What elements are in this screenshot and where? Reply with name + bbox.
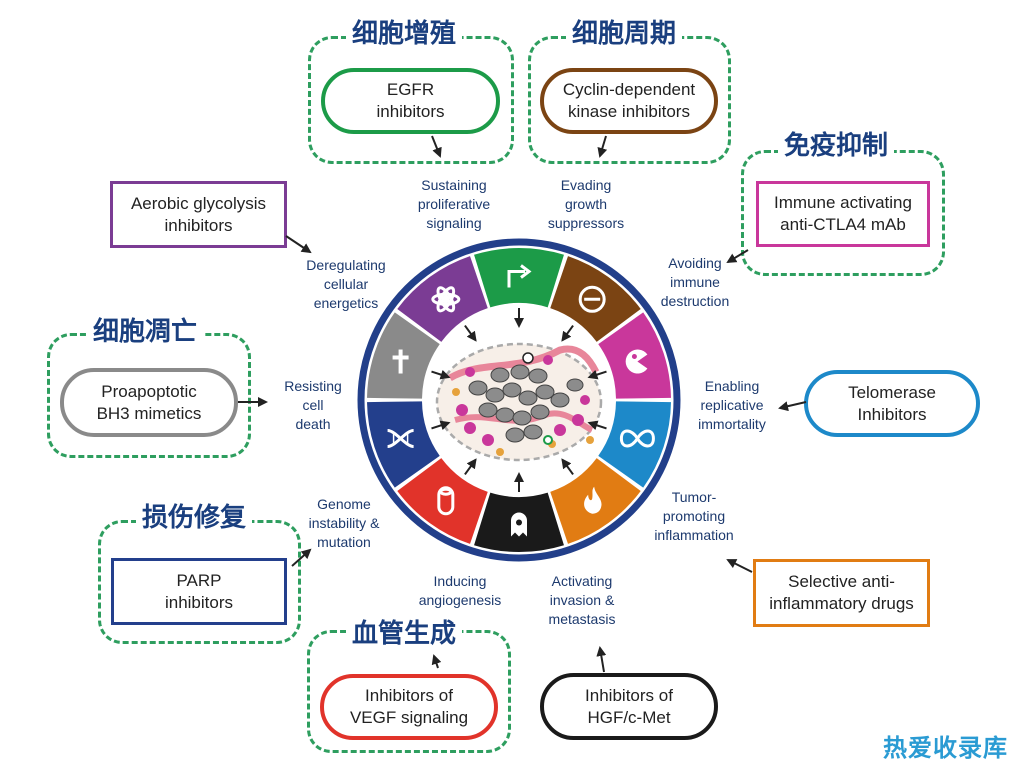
wheel-segment-replicative (598, 401, 671, 488)
connector-arrow (597, 135, 608, 158)
connector-arrow (596, 646, 607, 673)
ghost-cell-icon (511, 512, 527, 537)
wheel-segment-genome (367, 401, 440, 488)
hallmark-energetics-label: Deregulating cellular energetics (306, 257, 386, 311)
inward-arrow (464, 458, 477, 476)
outer-ring (357, 238, 681, 562)
angiogenesis-title: 血管生成 (346, 618, 463, 650)
hallmark-inflammation-label: Tumor- promoting inflammation (654, 489, 734, 543)
hallmark-invasion-label: Activating invasion & metastasis (548, 573, 616, 627)
inward-arrow (464, 324, 477, 342)
connector-arrow (431, 135, 442, 158)
inward-arrow (561, 458, 574, 476)
hallmark-proliferative-label: Sustaining proliferative signaling (417, 177, 491, 231)
infinity-icon (619, 429, 655, 448)
inward-arrow (431, 420, 451, 431)
hgf-cmet-inhibitors-box: Inhibitors of HGF/c-Met (540, 673, 718, 740)
vegf-inhibitors-box: Inhibitors of VEGF signaling (320, 674, 498, 740)
connector-arrow (726, 249, 749, 264)
cell-cycle-title: 细胞周期 (566, 18, 683, 50)
watermark: 热爱收录库 (883, 734, 1008, 762)
glycolysis-inhibitors-box: Aerobic glycolysis inhibitors (110, 181, 287, 248)
inward-arrow (587, 420, 607, 431)
apoptosis-title: 细胞凋亡 (87, 316, 204, 348)
proliferation-title: 细胞增殖 (346, 18, 463, 50)
pacman-icon (625, 349, 648, 374)
connector-arrow (726, 559, 753, 573)
hallmark-cell-death-label: Resisting cell death (284, 378, 342, 432)
inward-arrow (561, 324, 574, 342)
cross-icon (392, 349, 409, 374)
hallmark-genome-label: Genome instability & mutation (308, 496, 380, 550)
wheel-segment-angiogenesis (397, 458, 488, 544)
tumor-cells-illustration (435, 342, 603, 462)
egfr-inhibitors-box: EGFR inhibitors (321, 68, 500, 134)
connector-arrow (285, 235, 312, 254)
wheel-segment-proliferative (474, 247, 564, 308)
parp-inhibitors-box: PARP inhibitors (111, 558, 287, 625)
ctla4-box: Immune activating anti-CTLA4 mAb (756, 181, 930, 247)
cdk-inhibitors-box: Cyclin-dependent kinase inhibitors (540, 68, 718, 134)
anti-inflammatory-box: Selective anti- inflammatory drugs (753, 559, 930, 627)
hallmark-growth-suppressors-label: Evading growth suppressors (547, 177, 625, 231)
dna-icon (387, 428, 414, 448)
no-entry-icon (578, 285, 606, 313)
bh3-mimetics-box: Proapoptotic BH3 mimetics (60, 368, 238, 437)
vessel-icon (437, 486, 455, 516)
wheel-segment-cell-death (367, 312, 440, 399)
hallmark-immune-label: Avoiding immune destruction (660, 255, 730, 309)
telomerase-inhibitors-box: Telomerase Inhibitors (804, 370, 980, 437)
connector-arrow (431, 654, 442, 669)
connector-arrow (778, 401, 807, 412)
arrow-icon (507, 264, 532, 288)
damage-repair-title: 损伤修复 (136, 502, 253, 534)
inward-arrow (587, 369, 607, 380)
connector-arrow (291, 548, 312, 567)
flame-icon (584, 486, 602, 514)
atom-icon (431, 286, 461, 313)
hallmark-angiogenesis-label: Inducing angiogenesis (418, 573, 502, 608)
inward-arrow (431, 369, 451, 380)
immune-suppression-title: 免疫抑制 (778, 130, 895, 162)
hallmark-replicative-label: Enabling replicative immortality (698, 378, 766, 432)
